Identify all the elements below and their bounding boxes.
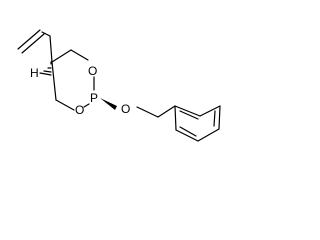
ring-bond-c6-c5 <box>51 61 57 101</box>
atom-o-ring-top: O <box>88 64 97 78</box>
atom-o-ring-bottom: O <box>75 103 84 117</box>
atom-h: H <box>30 66 39 80</box>
hashed-stereo-bond-h <box>39 61 52 76</box>
ring-bond-o1-c6 <box>55 99 75 111</box>
ring-bond-c5-c4 <box>51 49 72 63</box>
ring-bond-c4-o3 <box>70 49 89 61</box>
molecule-drawing: O O P O H <box>17 29 221 142</box>
structure-canvas: O O P O H <box>17 29 221 142</box>
ether-ch2-bond <box>136 106 159 118</box>
allyl-vinyl-bond <box>41 31 51 37</box>
ring-bond-p-o1 <box>83 103 90 108</box>
wedge-bond-p-o <box>100 98 117 110</box>
allyl-terminal-double-bond-a <box>17 29 41 50</box>
allyl-ch2-bond <box>49 35 53 63</box>
benzene-ring <box>174 105 221 142</box>
atom-o-ether: O <box>121 102 130 116</box>
allyl-terminal-double-bond-b <box>21 33 45 54</box>
atom-p: P <box>90 91 98 105</box>
benzyl-bond <box>157 105 176 118</box>
